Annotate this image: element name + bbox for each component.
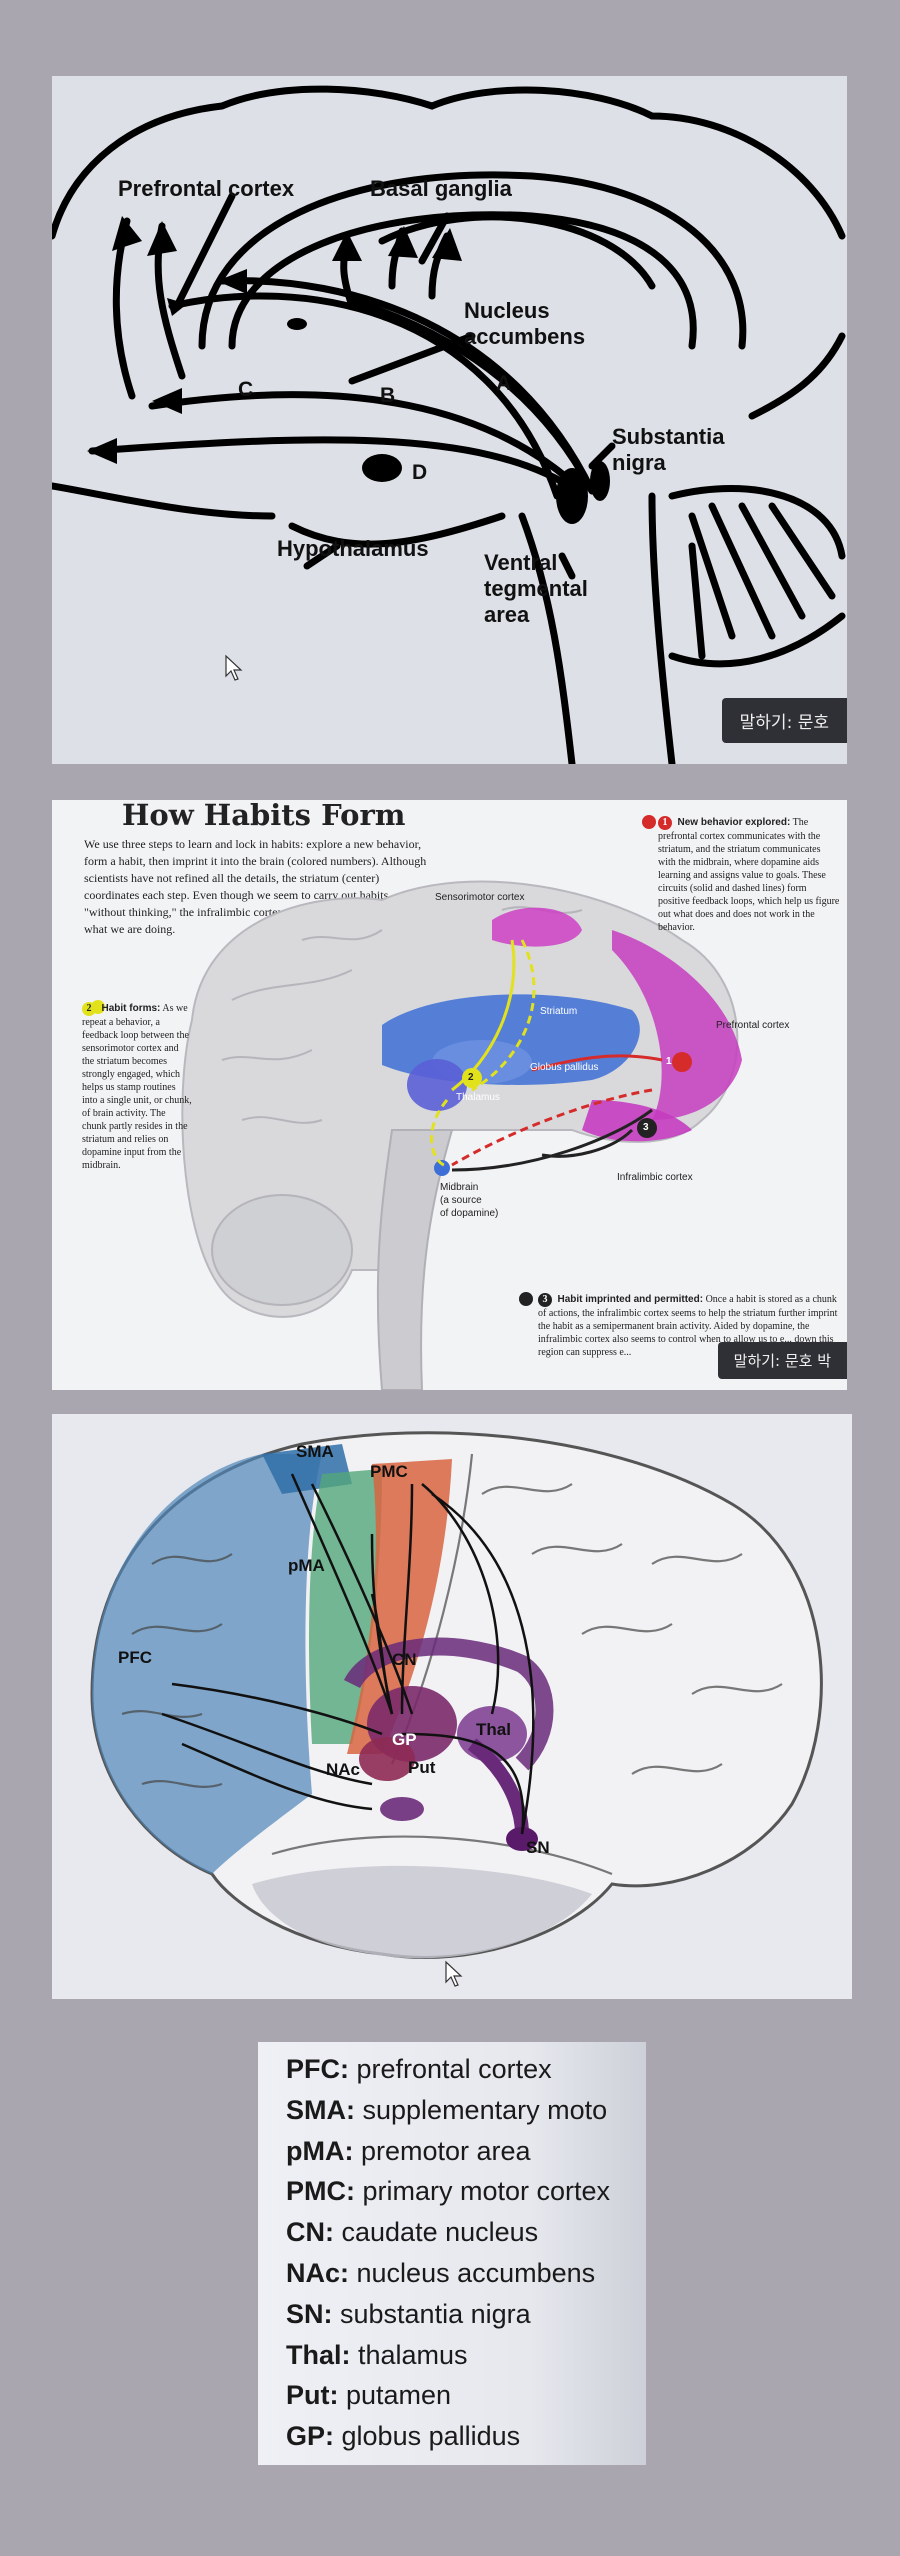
- legend-abbreviation: PFC:: [286, 2054, 349, 2084]
- step3-text: Once a habit is stored as a chunk of act…: [538, 1294, 838, 1358]
- label-nigra: nigra: [612, 450, 666, 475]
- label-put: Put: [408, 1758, 436, 1777]
- label-nac: NAc: [326, 1760, 361, 1779]
- label-sn: SN: [526, 1838, 550, 1857]
- label-midbrain-source: (a source: [440, 1195, 482, 1206]
- figure-title: How Habits Form: [122, 800, 406, 832]
- label-substantia: Substantia: [612, 424, 725, 449]
- step3-note: 3 Habit imprinted and permitted: Once a …: [538, 1293, 838, 1359]
- label-b: B: [380, 384, 396, 407]
- legend-definition: nucleus accumbens: [349, 2258, 596, 2288]
- legend-row: PMC: primary motor cortex: [286, 2176, 610, 2207]
- brain-outline-drawing: [52, 85, 846, 764]
- legend-definition: premotor area: [353, 2135, 531, 2166]
- legend-abbreviation: pMA:: [286, 2135, 354, 2166]
- label-d: D: [412, 461, 428, 484]
- marker-3: 3: [643, 1122, 649, 1133]
- step3-number-badge: 3: [538, 1293, 552, 1307]
- video-caption: 말하기: 문호: [721, 698, 847, 743]
- cursor-icon: [445, 1960, 463, 1987]
- legend-definition: globus pallidus: [334, 2421, 521, 2452]
- label-striatum: Striatum: [540, 1006, 578, 1017]
- step1-text: The prefrontal cortex communicates with …: [658, 817, 840, 933]
- how-habits-form-figure: How Habits Form We use three steps to le…: [52, 800, 847, 1390]
- label-area: area: [484, 602, 530, 627]
- cursor-icon: [225, 654, 243, 681]
- legend-abbreviation: Put:: [286, 2380, 339, 2411]
- brain-illustration: [91, 815, 742, 1390]
- label-thal: Thal: [476, 1720, 511, 1739]
- label-sma: SMA: [296, 1442, 334, 1461]
- legend-definition: primary motor cortex: [355, 2176, 611, 2207]
- step3-head: Habit imprinted and permitted:: [557, 1294, 704, 1305]
- label-ventral: Ventral: [484, 550, 558, 575]
- video-caption: 말하기: 문호 박: [717, 1342, 847, 1379]
- label-infralimbic-cortex: Infralimbic cortex: [617, 1172, 693, 1183]
- legend-row: PFC: prefrontal cortex: [286, 2054, 552, 2085]
- legend-row: Thal: thalamus: [286, 2340, 468, 2371]
- step2-text: As we repeat a behavior, a feedback loop…: [82, 1003, 192, 1171]
- legend-definition: putamen: [338, 2380, 452, 2411]
- legend-row: GP: globus pallidus: [286, 2421, 520, 2452]
- legend-abbreviation: CN:: [286, 2217, 334, 2248]
- legend-row: SMA: supplementary moto: [286, 2095, 607, 2126]
- label-gp: GP: [392, 1730, 417, 1749]
- label-thalamus: Thalamus: [456, 1092, 500, 1103]
- step2-note: 2 Habit forms: As we repeat a behavior, …: [82, 1002, 192, 1172]
- legend-abbreviation: SN:: [286, 2298, 333, 2329]
- marker-1: 1: [666, 1056, 672, 1067]
- legend-definition: supplementary moto: [355, 2094, 608, 2125]
- legend-row: CN: caudate nucleus: [286, 2217, 538, 2248]
- label-basal-ganglia: Basal ganglia: [370, 176, 512, 201]
- label-hypothalamus: Hypothalamus: [277, 536, 429, 561]
- step2-number-badge: 2: [82, 1002, 96, 1016]
- legend-definition: prefrontal cortex: [349, 2054, 552, 2084]
- step1-head: New behavior explored:: [677, 817, 791, 828]
- legend-row: NAc: nucleus accumbens: [286, 2258, 595, 2289]
- legend-abbreviation: PMC:: [286, 2176, 355, 2207]
- step1-note: 1 New behavior explored: The prefrontal …: [658, 816, 840, 934]
- legend-definition: substantia nigra: [332, 2298, 531, 2329]
- label-midbrain-dopamine: of dopamine): [440, 1208, 499, 1219]
- reward-pathway-diagram: Prefrontal cortex Basal ganglia Nucleus …: [52, 76, 847, 764]
- step1-number-badge: 1: [658, 816, 672, 830]
- label-pfc: PFC: [118, 1648, 152, 1667]
- label-globus-pallidus: Globus pallidus: [530, 1062, 599, 1073]
- label-a: A: [496, 372, 512, 395]
- step2-head: Habit forms:: [101, 1003, 161, 1014]
- legend-row: Put: putamen: [286, 2380, 451, 2411]
- legend-row: SN: substantia nigra: [286, 2299, 531, 2330]
- brain-lateral-illustration: [90, 1431, 823, 1959]
- label-accumbens: accumbens: [464, 324, 586, 349]
- label-cn: CN: [392, 1650, 417, 1669]
- legend-abbreviation: Thal:: [286, 2339, 351, 2370]
- label-c: C: [238, 378, 254, 401]
- legend-row: pMA: premotor area: [286, 2136, 531, 2167]
- label-nucleus: Nucleus: [464, 298, 550, 323]
- legend-abbreviation: GP:: [286, 2421, 335, 2452]
- legend-definition: thalamus: [350, 2339, 468, 2370]
- marker-2: 2: [468, 1072, 474, 1083]
- legend-definition: caudate nucleus: [334, 2217, 539, 2248]
- label-prefrontal-cortex: Prefrontal cortex: [716, 1020, 790, 1031]
- label-pmc: PMC: [370, 1462, 408, 1481]
- label-pma: pMA: [288, 1556, 325, 1575]
- legend-abbreviation: SMA:: [286, 2094, 355, 2125]
- label-prefrontal-cortex: Prefrontal cortex: [118, 176, 295, 201]
- label-midbrain: Midbrain: [440, 1182, 479, 1193]
- legend-abbreviation: NAc:: [286, 2258, 350, 2288]
- label-sensorimotor-cortex: Sensorimotor cortex: [435, 892, 525, 903]
- corticostriatal-diagram: SMA PMC pMA PFC CN Thal GP Put NAc SN: [52, 1414, 852, 1999]
- label-tegmental: tegmental: [484, 576, 588, 601]
